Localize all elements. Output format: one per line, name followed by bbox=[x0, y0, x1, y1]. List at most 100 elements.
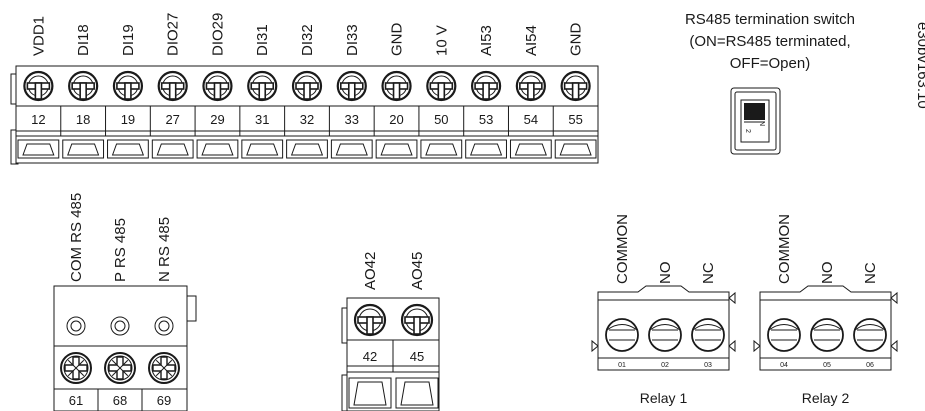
screw-terminal-32[interactable] bbox=[291, 70, 323, 102]
wire-entry-54[interactable] bbox=[509, 139, 552, 159]
relay-2-signal-no: NO bbox=[819, 262, 836, 285]
terminal-number-27: 27 bbox=[165, 112, 179, 127]
screw-terminal-12[interactable] bbox=[23, 70, 54, 102]
main-terminal-block: VDD112DI1818DI1919DIO2727DIO2929DI3131DI… bbox=[10, 13, 599, 165]
wire-entry-32[interactable] bbox=[286, 139, 328, 159]
test-point-68 bbox=[110, 316, 130, 336]
signal-label-di18-18: DI18 bbox=[75, 24, 92, 56]
relay-1-screw-03[interactable] bbox=[691, 318, 725, 352]
test-point-69 bbox=[154, 316, 174, 336]
relay-2-signal-nc: NC bbox=[862, 262, 879, 284]
relay-terminal-number-05: 05 bbox=[823, 362, 831, 369]
relay-terminal-number-02: 02 bbox=[661, 362, 669, 369]
screw-terminal-18[interactable] bbox=[68, 70, 99, 102]
switch-lever[interactable] bbox=[744, 103, 765, 120]
relay-2-screw-04[interactable] bbox=[767, 318, 801, 352]
signal-label-p-rs-485: P RS 485 bbox=[112, 218, 129, 282]
relay-terminal-number-03: 03 bbox=[704, 362, 712, 369]
wire-entry-50[interactable] bbox=[420, 139, 463, 159]
screw-terminal-33[interactable] bbox=[336, 70, 367, 102]
terminal-number-18: 18 bbox=[76, 112, 90, 127]
screw-terminal-50[interactable] bbox=[426, 70, 457, 102]
signal-label-ao45: AO45 bbox=[409, 252, 426, 290]
relay-terminal-number-04: 04 bbox=[780, 362, 788, 369]
switch-label-o: O bbox=[758, 111, 765, 117]
relay-1-screw-02[interactable] bbox=[648, 318, 682, 352]
screw-terminal-61[interactable] bbox=[60, 352, 92, 384]
signal-label-dio27-27: DIO27 bbox=[165, 13, 182, 56]
relay-1-signal-nc: NC bbox=[700, 262, 717, 284]
terminal-number-31: 31 bbox=[255, 112, 269, 127]
rs485-block-body bbox=[53, 285, 188, 411]
rs485-termination-switch[interactable]: 1 2 O N bbox=[730, 87, 781, 155]
terminal-number-19: 19 bbox=[121, 112, 135, 127]
terminal-number-45: 45 bbox=[410, 349, 424, 364]
signal-label-gnd-20: GND bbox=[389, 23, 406, 57]
signal-label-com-rs-485: COM RS 485 bbox=[68, 193, 85, 282]
screw-terminal-45[interactable] bbox=[400, 303, 434, 337]
wire-entry-42[interactable] bbox=[348, 377, 392, 409]
terminal-number-29: 29 bbox=[210, 112, 224, 127]
screw-terminal-42[interactable] bbox=[353, 303, 387, 337]
switch-label-1: 1 bbox=[744, 111, 751, 115]
screw-terminal-69[interactable] bbox=[148, 352, 180, 384]
test-point-61 bbox=[66, 316, 86, 336]
wire-entry-20[interactable] bbox=[375, 139, 418, 159]
wire-entry-53[interactable] bbox=[465, 139, 507, 159]
terminal-number-33: 33 bbox=[345, 112, 359, 127]
signal-label-dio29-29: DIO29 bbox=[209, 13, 226, 56]
analog-output-terminal-block: AO42 42 AO45 45 bbox=[341, 252, 440, 411]
terminal-number-42: 42 bbox=[363, 349, 377, 364]
signal-label-gnd-55: GND bbox=[568, 23, 585, 57]
signal-label-ai54-54: AI54 bbox=[523, 25, 540, 56]
screw-terminal-29[interactable] bbox=[202, 70, 233, 102]
wire-entry-27[interactable] bbox=[151, 139, 194, 159]
screw-terminal-31[interactable] bbox=[247, 70, 278, 102]
switch-caption-line-2: (ON=RS485 terminated, bbox=[689, 33, 850, 50]
wire-entry-55[interactable] bbox=[554, 139, 597, 159]
screw-terminal-55[interactable] bbox=[560, 70, 591, 102]
relay-1-signal-common: COMMON bbox=[614, 214, 631, 284]
terminal-number-50: 50 bbox=[434, 112, 448, 127]
wire-entry-12[interactable] bbox=[17, 139, 60, 159]
terminal-number-54: 54 bbox=[524, 112, 538, 127]
switch-caption-line-1: RS485 termination switch bbox=[685, 11, 855, 28]
terminal-number-20: 20 bbox=[389, 112, 403, 127]
relay-2-screw-05[interactable] bbox=[810, 318, 844, 352]
screw-terminal-68[interactable] bbox=[104, 352, 136, 384]
wire-entry-45[interactable] bbox=[395, 377, 439, 409]
relay-2-signal-common: COMMON bbox=[776, 214, 793, 284]
signal-label-di32-32: DI32 bbox=[299, 24, 316, 56]
relay-terminal-number-06: 06 bbox=[866, 362, 874, 369]
screw-terminal-54[interactable] bbox=[515, 70, 546, 102]
relay-1-screw-01[interactable] bbox=[605, 318, 639, 352]
wire-entry-31[interactable] bbox=[241, 139, 284, 159]
terminal-number-68: 68 bbox=[113, 393, 127, 408]
signal-label-di31-31: DI31 bbox=[254, 24, 271, 56]
signal-label-n-rs-485: N RS 485 bbox=[156, 217, 173, 282]
screw-terminal-53[interactable] bbox=[470, 70, 502, 102]
wire-entry-33[interactable] bbox=[330, 139, 373, 159]
signal-label-10-v-50: 10 V bbox=[433, 25, 450, 56]
relay-1-signal-no: NO bbox=[657, 262, 674, 285]
screw-terminal-19[interactable] bbox=[112, 70, 144, 102]
terminal-number-55: 55 bbox=[568, 112, 582, 127]
wire-entry-29[interactable] bbox=[196, 139, 239, 159]
switch-label-2: 2 bbox=[744, 129, 751, 133]
signal-label-ai53-53: AI53 bbox=[478, 25, 495, 56]
wire-entry-18[interactable] bbox=[62, 139, 105, 159]
screw-terminal-27[interactable] bbox=[157, 70, 188, 102]
rs485-switch-caption: RS485 termination switch (ON=RS485 termi… bbox=[685, 11, 855, 72]
wire-entry-19[interactable] bbox=[107, 139, 149, 159]
signal-label-vdd1-12: VDD1 bbox=[30, 16, 47, 56]
screw-terminal-20[interactable] bbox=[381, 70, 412, 102]
signal-label-ao42: AO42 bbox=[362, 252, 379, 290]
relay-2-screw-06[interactable] bbox=[853, 318, 887, 352]
terminal-number-53: 53 bbox=[479, 112, 493, 127]
terminal-number-12: 12 bbox=[31, 112, 45, 127]
